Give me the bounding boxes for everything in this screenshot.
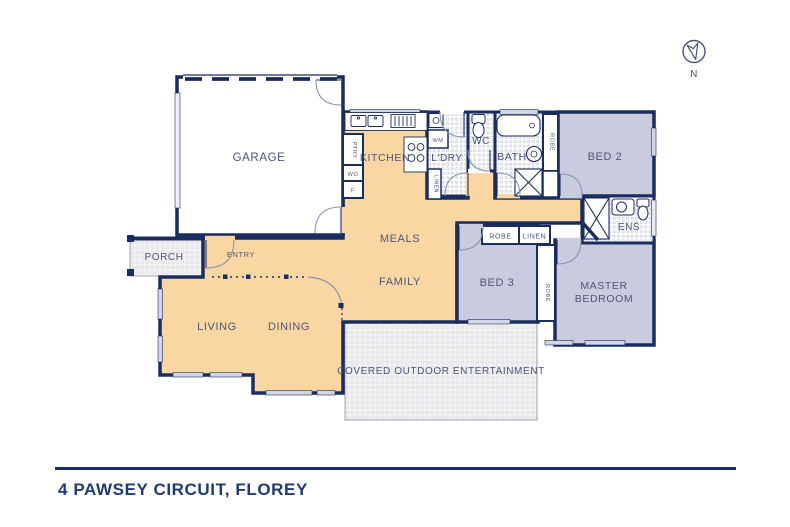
porch-post <box>127 269 134 276</box>
bed2-label: BED 2 <box>588 151 623 163</box>
porch-label: PORCH <box>144 252 183 263</box>
kitchen-label: KITCHEN <box>360 152 410 164</box>
compass: N <box>682 39 706 80</box>
garage-door-gap <box>183 73 337 81</box>
garage-window <box>174 92 181 209</box>
hall-landing <box>542 170 559 198</box>
garage-room <box>175 75 345 237</box>
ensuite-shower <box>583 197 610 240</box>
bed3-linen <box>518 225 551 245</box>
dining-label: DINING <box>268 321 310 333</box>
pantry-label: PTRY <box>351 142 357 159</box>
north-arrow-icon <box>686 42 699 60</box>
ensuite-angled-wall <box>580 220 600 242</box>
master-robe-label: ROBE <box>544 284 550 302</box>
footer-divider <box>55 467 736 470</box>
bed3-linen-label: LINEN <box>523 234 547 241</box>
bathtub <box>496 114 541 137</box>
fridge-space <box>342 180 364 199</box>
kitchen-sink <box>367 115 384 127</box>
ensuite-label: ENS <box>618 222 640 233</box>
entry-label: ENTRY <box>227 250 255 259</box>
meals-label: MEALS <box>380 233 420 245</box>
bed2-robe-label: ROBE <box>549 133 555 151</box>
bath-basin <box>525 145 543 163</box>
covered-outdoor-area <box>344 321 538 421</box>
living-label: LIVING <box>197 321 237 333</box>
washing-machine-label: WM <box>433 138 444 144</box>
master-bedroom-label-1: MASTER <box>580 280 627 292</box>
ensuite-basin <box>611 198 635 216</box>
wc-toilet <box>471 114 486 138</box>
porch-post <box>127 235 134 242</box>
laundry-linen-label: LINEN <box>433 175 439 193</box>
open-plan-divider <box>212 274 344 320</box>
wall-oven-label: WO <box>348 172 359 178</box>
bath-label: BATH <box>497 151 527 163</box>
fridge-label: F <box>351 188 355 194</box>
laundry-tub <box>428 113 444 128</box>
compass-north-label: N <box>690 69 698 80</box>
compass-circle <box>682 39 706 64</box>
master-bedroom-label-2: BEDROOM <box>575 293 633 305</box>
washing-machine-space <box>427 129 449 149</box>
bath-shower <box>514 168 543 197</box>
porch-area <box>129 236 204 277</box>
laundry-linen <box>427 168 442 200</box>
windows <box>157 109 657 396</box>
door-swings <box>205 79 583 269</box>
laundry-label: L'DRY <box>431 153 462 164</box>
ensuite-toilet <box>636 198 650 221</box>
covered-outdoor-label: COVERED OUTDOOR ENTERTAINMENT <box>337 366 545 377</box>
bed3-label: BED 3 <box>480 277 515 289</box>
garage-label: GARAGE <box>233 152 286 164</box>
kitchen-bench <box>344 112 428 131</box>
wc-label: WC <box>472 136 490 147</box>
cooktop <box>403 136 428 173</box>
kitchen-sink <box>350 115 367 127</box>
master-robe <box>536 244 556 322</box>
family-label: FAMILY <box>379 276 421 288</box>
page-title: 4 PAWSEY CIRCUIT, FLOREY <box>58 480 308 499</box>
bed3-robe-label: ROBE <box>489 234 511 241</box>
